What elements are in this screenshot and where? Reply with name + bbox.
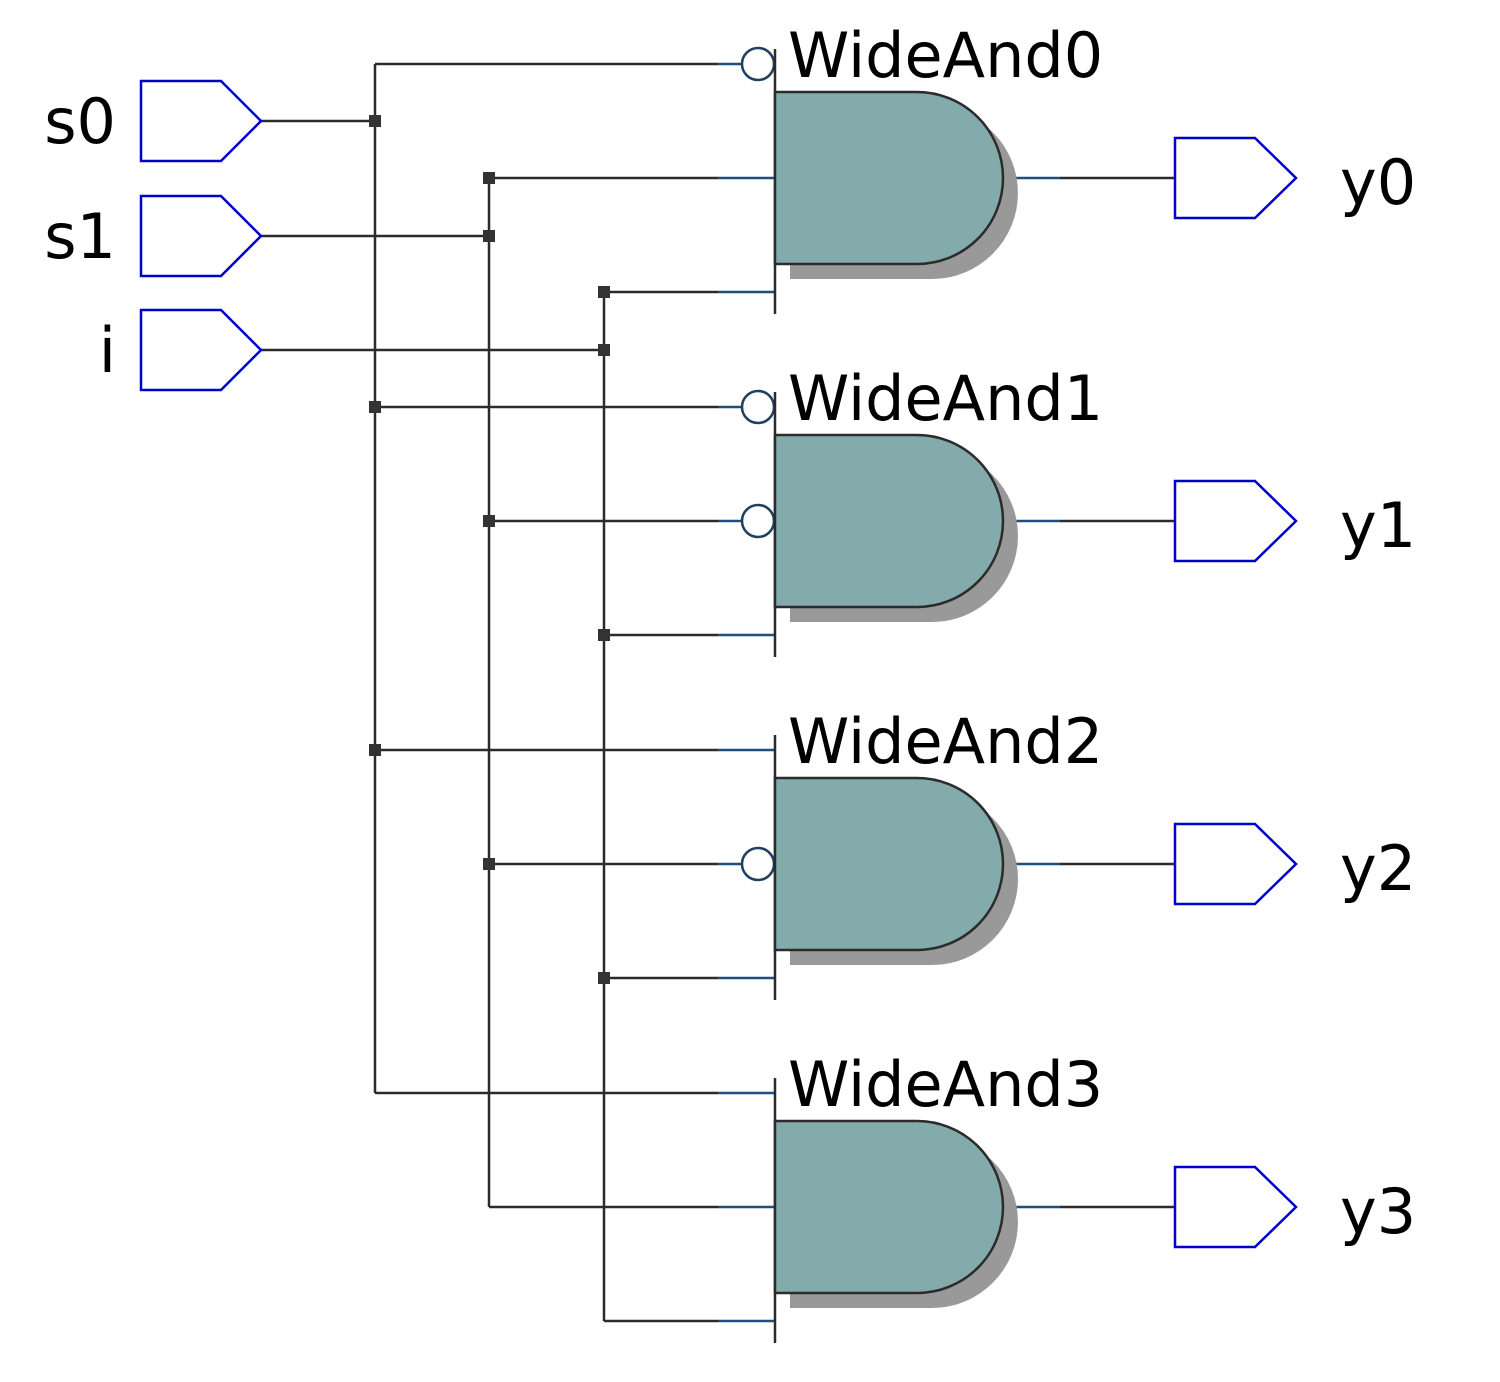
output-y1-label: y1 bbox=[1340, 489, 1416, 562]
output-y3-port bbox=[1173, 1165, 1298, 1249]
input-s1-port bbox=[139, 194, 263, 278]
gate-WideAnd1-inverter-bubble-1 bbox=[740, 503, 776, 539]
output-y2-label: y2 bbox=[1340, 832, 1416, 905]
gate-WideAnd0-body bbox=[773, 90, 1005, 266]
output-y0-port bbox=[1173, 136, 1298, 220]
gate-WideAnd2-junction-0 bbox=[369, 744, 381, 756]
junction-s1-feed bbox=[483, 230, 495, 242]
gate-WideAnd1-junction-0 bbox=[369, 401, 381, 413]
junction-s0-feed bbox=[369, 115, 381, 127]
gate-WideAnd2-junction-1 bbox=[483, 858, 495, 870]
output-y2-port bbox=[1173, 822, 1298, 906]
gate-WideAnd1-junction-2 bbox=[598, 629, 610, 641]
output-y0-label: y0 bbox=[1340, 146, 1416, 219]
wires bbox=[261, 62, 1175, 1323]
gate-WideAnd1-body bbox=[773, 433, 1005, 609]
input-s0-label: s0 bbox=[44, 85, 116, 158]
input-i-port bbox=[139, 308, 263, 392]
junction-i-feed bbox=[598, 344, 610, 356]
gate-WideAnd0-junction-1 bbox=[483, 172, 495, 184]
gate-WideAnd0-junction-2 bbox=[598, 286, 610, 298]
gate-WideAnd1-junction-1 bbox=[483, 515, 495, 527]
gate-WideAnd1-label: WideAnd1 bbox=[788, 362, 1103, 435]
gate-WideAnd3-body bbox=[773, 1119, 1005, 1295]
gate-WideAnd2-junction-2 bbox=[598, 972, 610, 984]
gate-WideAnd1-inverter-bubble-0 bbox=[740, 389, 776, 425]
gate-WideAnd3-label: WideAnd3 bbox=[788, 1048, 1103, 1121]
input-s0-port bbox=[139, 79, 263, 163]
gate-WideAnd2-inverter-bubble-1 bbox=[740, 846, 776, 882]
gate-WideAnd0-inverter-bubble-0 bbox=[740, 46, 776, 82]
input-s1-label: s1 bbox=[44, 200, 116, 273]
junctions bbox=[369, 115, 610, 984]
input-i-label: i bbox=[99, 314, 116, 387]
gate-WideAnd2-body bbox=[773, 776, 1005, 952]
gate-WideAnd0-label: WideAnd0 bbox=[788, 19, 1103, 92]
output-y3-label: y3 bbox=[1340, 1175, 1416, 1248]
output-y1-port bbox=[1173, 479, 1298, 563]
ports: s0 s1 i y0 y1 y2 y3 bbox=[44, 79, 1416, 1249]
gate-WideAnd2-label: WideAnd2 bbox=[788, 705, 1103, 778]
